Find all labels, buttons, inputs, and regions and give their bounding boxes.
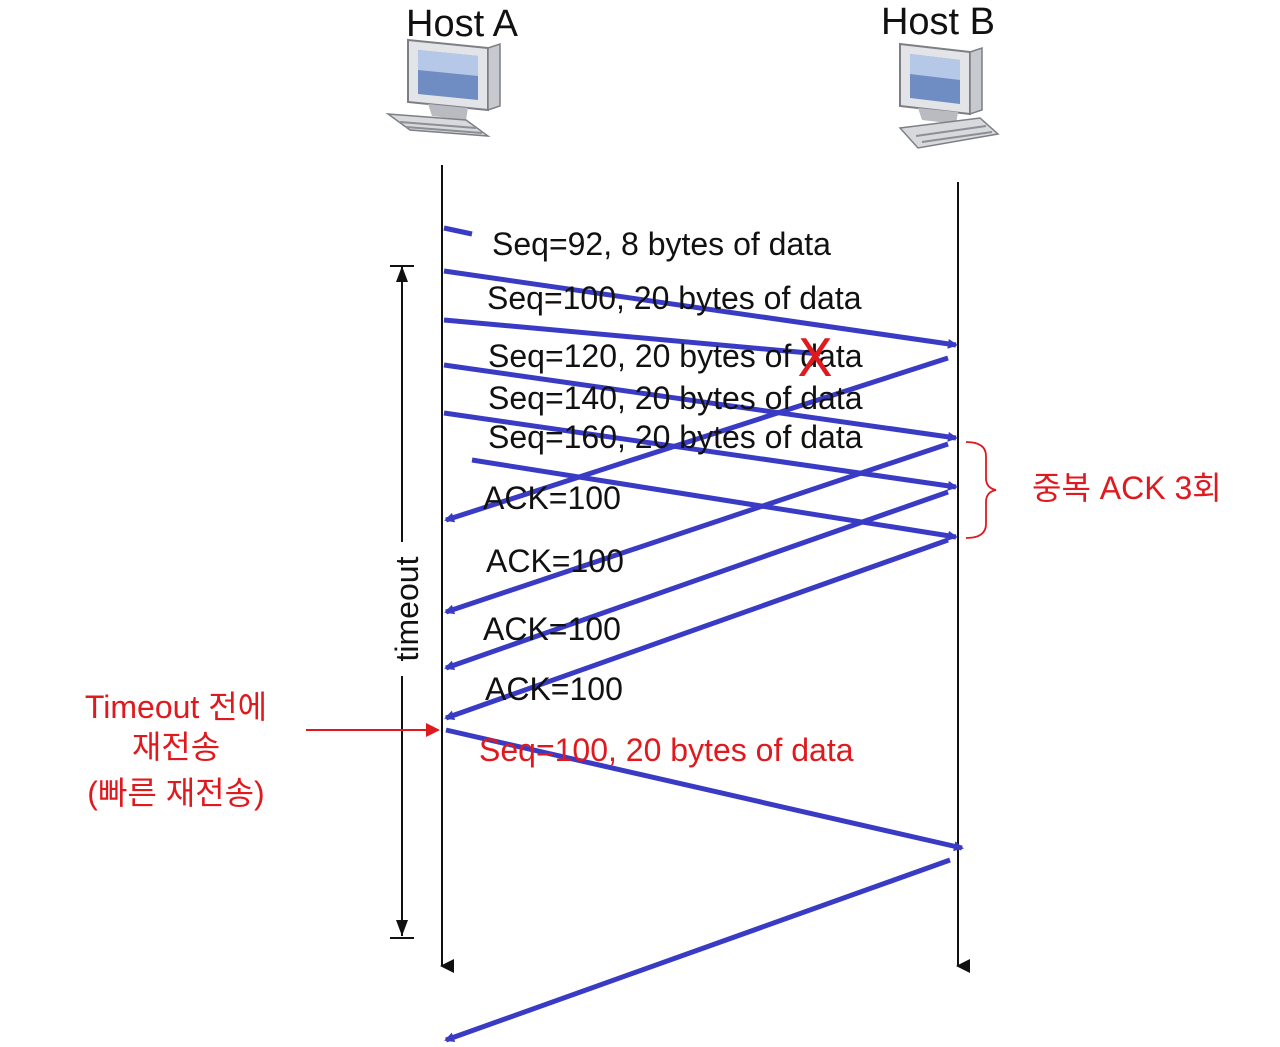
segment-arrows	[443, 225, 958, 541]
seq100-segment-arrow	[443, 268, 958, 349]
ack4-label: ACK=100	[485, 671, 623, 707]
timeout-label: timeout	[389, 556, 425, 661]
seq120-segment-arrow	[443, 317, 821, 357]
duplicate-ack-label: 중복 ACK 3회	[1032, 470, 1222, 506]
seq160b-segment-arrow	[471, 457, 958, 541]
retransmit-arrow	[445, 727, 964, 852]
fast-retransmit-line3: (빠른 재전송)	[87, 775, 264, 811]
ack3-arrow	[444, 489, 949, 671]
ack-arrows	[444, 355, 949, 721]
fast-retransmit-line1: Timeout 전에	[85, 689, 267, 725]
duplicate-ack-brace	[965, 441, 997, 539]
ack4-arrow	[444, 537, 949, 721]
ack3-label: ACK=100	[483, 611, 621, 647]
host-a-computer-icon	[385, 38, 501, 137]
seq160-label: Seq=160, 20 bytes of data	[488, 419, 863, 455]
seq92-segment-arrow	[443, 225, 473, 237]
seq92-label: Seq=92, 8 bytes of data	[492, 226, 831, 262]
lost-segment-mark: X	[797, 329, 833, 389]
ack2-label: ACK=100	[486, 543, 624, 579]
seq140-label: Seq=140, 20 bytes of data	[488, 380, 863, 416]
seq160-segment-arrow	[443, 410, 958, 491]
host-b-label: Host B	[881, 1, 995, 43]
retransmit-label: Seq=100, 20 bytes of data	[479, 732, 854, 768]
seq120-label: Seq=120, 20 bytes of data	[488, 338, 863, 374]
host-b-computer-icon	[898, 42, 1000, 149]
host-a-label: Host A	[406, 3, 519, 45]
fast-retransmit-line2: 재전송	[132, 729, 220, 765]
timeout-arrow-bottom	[396, 920, 408, 936]
ack2-arrow	[444, 441, 949, 615]
ack1-label: ACK=100	[483, 480, 621, 516]
ack1-arrow	[444, 355, 949, 523]
final-ack-arrow	[444, 857, 951, 1043]
seq100-label: Seq=100, 20 bytes of data	[487, 280, 862, 316]
timeout-arrow-top	[396, 266, 408, 282]
seq140-segment-arrow	[443, 362, 958, 442]
